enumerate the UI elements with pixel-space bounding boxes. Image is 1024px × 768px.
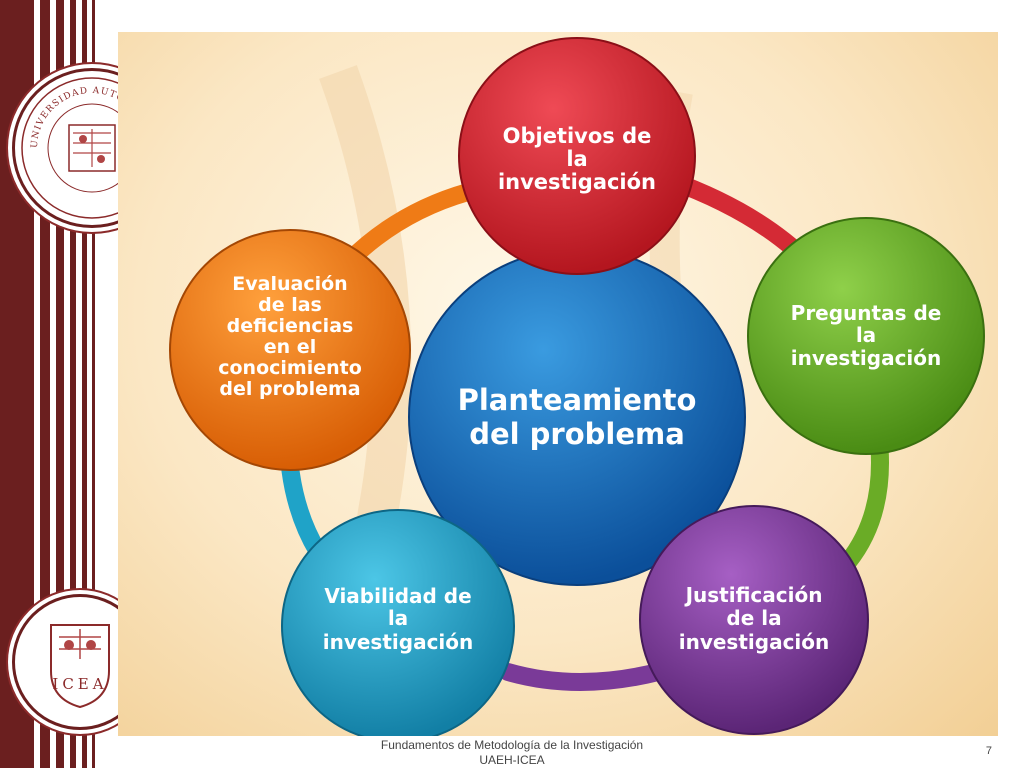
page-number: 7	[985, 745, 992, 757]
node-evaluacion-line3: deficiencias	[227, 315, 354, 337]
sidebar-stripe	[56, 0, 64, 768]
sidebar-stripe	[40, 0, 50, 768]
node-evaluacion-line4: en el	[264, 336, 316, 358]
node-justificacion-line2: de la	[726, 606, 781, 630]
sidebar-stripe	[92, 0, 95, 768]
node-objetivos: Objetivos de la investigación	[458, 37, 696, 275]
node-justificacion-line3: investigación	[679, 630, 830, 654]
center-node-line2: del problema	[469, 417, 685, 451]
node-objetivos-line3: investigación	[498, 170, 656, 194]
footer-subtitle: UAEH-ICEA	[479, 753, 545, 767]
node-evaluacion: Evaluación de las deficiencias en el con…	[169, 229, 411, 471]
node-viabilidad-line2: la	[388, 606, 408, 630]
node-justificacion-line1: Justificación	[684, 583, 823, 607]
node-preguntas-line2: la	[856, 323, 876, 347]
sidebar-stripe	[82, 0, 87, 768]
node-viabilidad-line3: investigación	[323, 630, 474, 654]
node-preguntas-line3: investigación	[791, 346, 942, 370]
center-node-line1: Planteamiento	[458, 383, 697, 417]
sidebar-stripe	[70, 0, 76, 768]
center-node: Planteamiento del problema	[408, 248, 746, 586]
node-evaluacion-line2: de las	[258, 294, 322, 316]
node-preguntas: Preguntas de la investigación	[747, 217, 985, 455]
node-viabilidad: Viabilidad de la investigación	[281, 509, 515, 736]
slide-content: Planteamiento del problema Objetivos de …	[118, 32, 998, 736]
connector-purple	[499, 663, 667, 691]
node-evaluacion-line1: Evaluación	[232, 273, 347, 295]
node-objetivos-line2: la	[566, 147, 587, 171]
node-evaluacion-line6: del problema	[219, 378, 360, 400]
cycle-diagram: Planteamiento del problema Objetivos de …	[169, 37, 985, 736]
icea-seal-emblem: ICEA	[50, 624, 110, 709]
node-preguntas-line1: Preguntas de	[791, 301, 942, 325]
node-objetivos-line1: Objetivos de	[503, 124, 652, 148]
node-viabilidad-line1: Viabilidad de	[324, 584, 471, 608]
node-justificacion: Justificación de la investigación	[639, 505, 869, 735]
icea-seal-text: ICEA	[52, 675, 107, 693]
node-evaluacion-line5: conocimiento	[218, 357, 362, 379]
footer-title: Fundamentos de Metodología de la Investi…	[380, 738, 644, 752]
